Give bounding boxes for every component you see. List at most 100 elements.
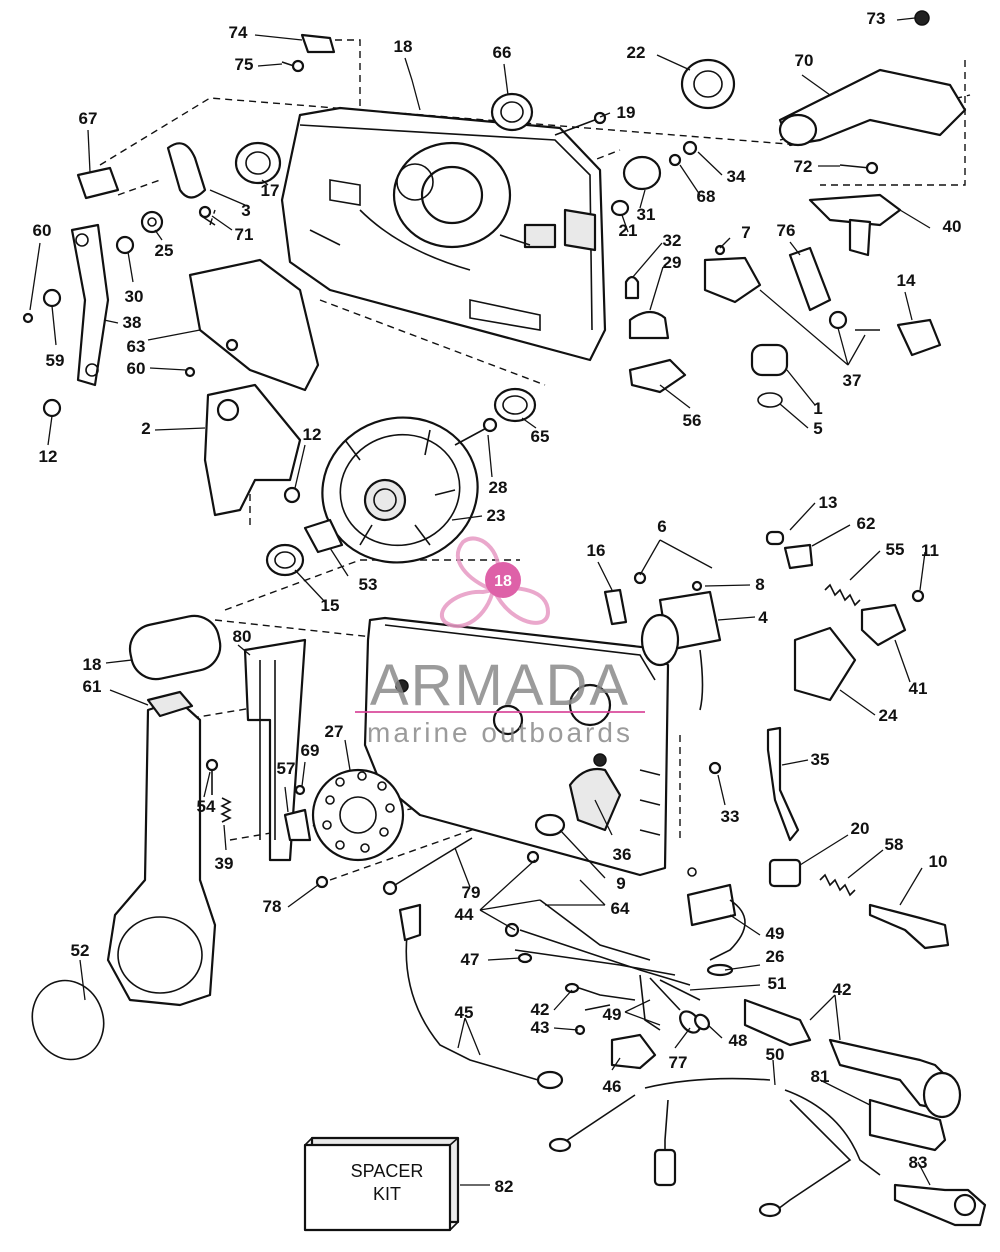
- part-label-27: 27: [325, 722, 344, 741]
- part-label-40: 40: [943, 217, 962, 236]
- part-label-61: 61: [83, 677, 102, 696]
- part-label-11: 11: [921, 541, 939, 560]
- spacer-kit-box: SPACER KIT: [303, 1136, 460, 1232]
- part-label-18: 18: [394, 37, 413, 56]
- part-label-38: 38: [123, 313, 142, 332]
- part-label-74: 74: [229, 23, 248, 42]
- propeller-logo-icon: 18: [440, 536, 551, 629]
- part-label-2: 2: [141, 419, 150, 438]
- part-label-22: 22: [627, 43, 646, 62]
- part-label-25: 25: [155, 241, 174, 260]
- part-label-35: 35: [811, 750, 830, 769]
- part-label-13: 13: [819, 493, 838, 512]
- part-label-6: 6: [657, 517, 666, 536]
- part-label-77: 77: [669, 1053, 688, 1072]
- gear-plate: [321, 416, 479, 564]
- part-label-72: 72: [794, 157, 813, 176]
- brand-tagline: marine outboards: [367, 717, 633, 748]
- control-handle: [31, 614, 222, 1061]
- part-label-58: 58: [885, 835, 904, 854]
- part-label-4: 4: [758, 608, 768, 627]
- part-label-75: 75: [235, 55, 254, 74]
- part-label-60: 60: [127, 359, 146, 378]
- part-label-76: 76: [777, 221, 796, 240]
- part-label-7: 7: [741, 223, 750, 242]
- part-label-54: 54: [197, 797, 216, 816]
- part-label-51: 51: [768, 974, 787, 993]
- part-label-69: 69: [301, 741, 320, 760]
- part-label-63: 63: [127, 337, 146, 356]
- part-label-80: 80: [233, 627, 252, 646]
- part-label-15: 15: [321, 596, 340, 615]
- part-label-20: 20: [851, 819, 870, 838]
- part-label-64: 64: [611, 899, 630, 918]
- part-label-48: 48: [729, 1031, 748, 1050]
- part-label-62: 62: [857, 514, 876, 533]
- part-label-10: 10: [929, 852, 948, 871]
- part-label-3: 3: [241, 201, 250, 220]
- part-label-60: 60: [33, 221, 52, 240]
- part-label-43: 43: [531, 1018, 550, 1037]
- part-label-83: 83: [909, 1153, 928, 1172]
- part-label-67: 67: [79, 109, 98, 128]
- brand-name: ARMADA: [370, 653, 630, 718]
- part-label-52: 52: [71, 941, 90, 960]
- spacer-kit-line2: KIT: [373, 1184, 401, 1204]
- part-label-55: 55: [886, 540, 905, 559]
- part-label-34: 34: [727, 167, 746, 186]
- part-label-28: 28: [489, 478, 508, 497]
- part-label-1: 1: [813, 399, 822, 418]
- part-label-53: 53: [359, 575, 378, 594]
- part-label-36: 36: [613, 845, 632, 864]
- part-label-46: 46: [603, 1077, 622, 1096]
- spacer-kit-line1: SPACER: [351, 1161, 424, 1181]
- part-label-33: 33: [721, 807, 740, 826]
- part-label-41: 41: [909, 679, 928, 698]
- brand-watermark: 18 ARMADA marine outboards: [355, 536, 645, 748]
- part-label-14: 14: [897, 271, 916, 290]
- part-label-78: 78: [263, 897, 282, 916]
- part-label-70: 70: [795, 51, 814, 70]
- part-label-47: 47: [461, 950, 480, 969]
- part-label-30: 30: [125, 287, 144, 306]
- part-label-79: 79: [462, 883, 481, 902]
- part-label-37: 37: [843, 371, 862, 390]
- part-label-81: 81: [811, 1067, 830, 1086]
- part-label-39: 39: [215, 854, 234, 873]
- flange-plate: [311, 768, 405, 862]
- part-label-24: 24: [879, 706, 898, 725]
- part-label-5: 5: [813, 419, 822, 438]
- part-label-49: 49: [766, 924, 785, 943]
- part-label-16: 16: [587, 541, 606, 560]
- part-label-65: 65: [531, 427, 550, 446]
- part-label-17: 17: [261, 181, 280, 200]
- part-label-57: 57: [277, 759, 296, 778]
- part-label-19: 19: [617, 103, 636, 122]
- part-label-26: 26: [766, 947, 785, 966]
- part-label-18: 18: [83, 655, 102, 674]
- leader-lines: [29, 17, 931, 1186]
- part-label-12: 12: [303, 425, 322, 444]
- part-label-44: 44: [455, 905, 474, 924]
- part-label-82: 82: [495, 1177, 514, 1196]
- part-label-59: 59: [46, 351, 65, 370]
- part-label-21: 21: [619, 221, 638, 240]
- part-label-50: 50: [766, 1045, 785, 1064]
- misc-small-parts: [22, 10, 987, 1227]
- part-label-42: 42: [833, 980, 852, 999]
- part-label-66: 66: [493, 43, 512, 62]
- part-label-56: 56: [683, 411, 702, 430]
- part-label-45: 45: [455, 1003, 474, 1022]
- upper-control-housing: [280, 106, 607, 362]
- part-label-31: 31: [637, 205, 656, 224]
- part-label-23: 23: [487, 506, 506, 525]
- part-label-73: 73: [867, 9, 886, 28]
- part-label-8: 8: [755, 575, 764, 594]
- part-label-32: 32: [663, 231, 682, 250]
- badge-number: 18: [494, 573, 512, 590]
- part-label-49: 49: [603, 1005, 622, 1024]
- part-label-29: 29: [663, 253, 682, 272]
- part-label-9: 9: [616, 874, 625, 893]
